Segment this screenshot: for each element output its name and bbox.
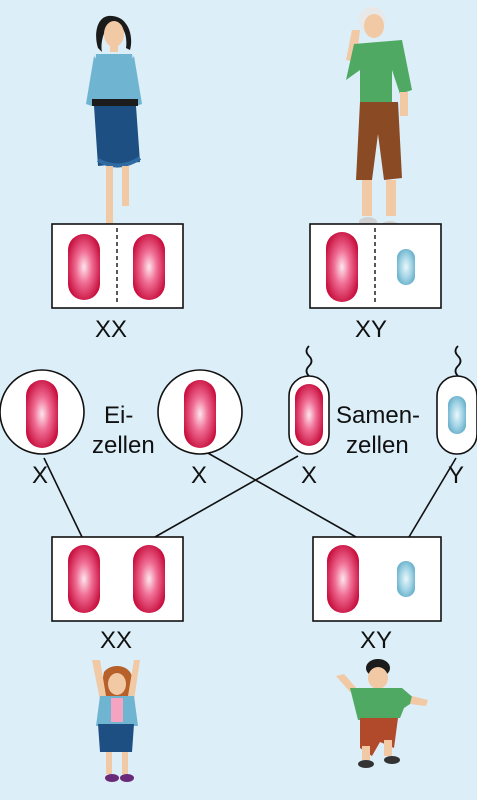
x-chromosome <box>133 545 165 613</box>
egg-cells-label-line1: Ei- <box>104 402 134 429</box>
father-genotype-label: XY <box>355 316 388 343</box>
inheritance-lines <box>43 451 457 538</box>
sperm-cell-y <box>436 345 477 455</box>
sperm-cells-label-line1: Samen- <box>336 402 421 429</box>
line-sperm-y-son <box>408 457 457 538</box>
x-chromosome <box>68 545 100 613</box>
x-chromosome <box>295 384 323 446</box>
sperm-cell-x-label: X <box>301 462 318 489</box>
mother-chromosome-box <box>51 223 184 309</box>
line-sperm-x-daughter <box>154 455 299 538</box>
egg-cell-2-label: X <box>191 462 208 489</box>
father-chromosome-box <box>309 223 442 309</box>
son-chromosome-box <box>312 536 442 622</box>
mother-figure <box>86 15 142 236</box>
father-figure <box>346 7 412 231</box>
x-chromosome <box>327 545 359 613</box>
daughter-figure <box>92 660 140 782</box>
son-genotype-label: XY <box>360 627 393 654</box>
sperm-cell-y-label: Y <box>448 462 465 489</box>
y-chromosome <box>397 249 415 285</box>
daughter-chromosome-box <box>51 536 184 622</box>
mother-genotype-label: XX <box>95 316 128 343</box>
egg-cell-1 <box>0 369 85 455</box>
x-chromosome <box>68 234 100 300</box>
sperm-cell-x <box>288 345 330 455</box>
egg-cells-label-line2: zellen <box>92 432 155 459</box>
x-chromosome <box>26 380 58 448</box>
egg-cell-1-label: X <box>32 462 49 489</box>
son-figure <box>336 659 428 768</box>
sperm-cells-label-line2: zellen <box>346 432 409 459</box>
x-chromosome <box>184 380 216 448</box>
line-egg1-daughter <box>43 457 83 538</box>
y-chromosome <box>448 396 466 434</box>
y-chromosome <box>397 561 415 597</box>
line-egg2-son <box>205 451 357 538</box>
egg-cell-2 <box>157 369 243 455</box>
x-chromosome <box>133 234 165 300</box>
daughter-genotype-label: XX <box>100 627 133 654</box>
x-chromosome <box>326 232 358 302</box>
